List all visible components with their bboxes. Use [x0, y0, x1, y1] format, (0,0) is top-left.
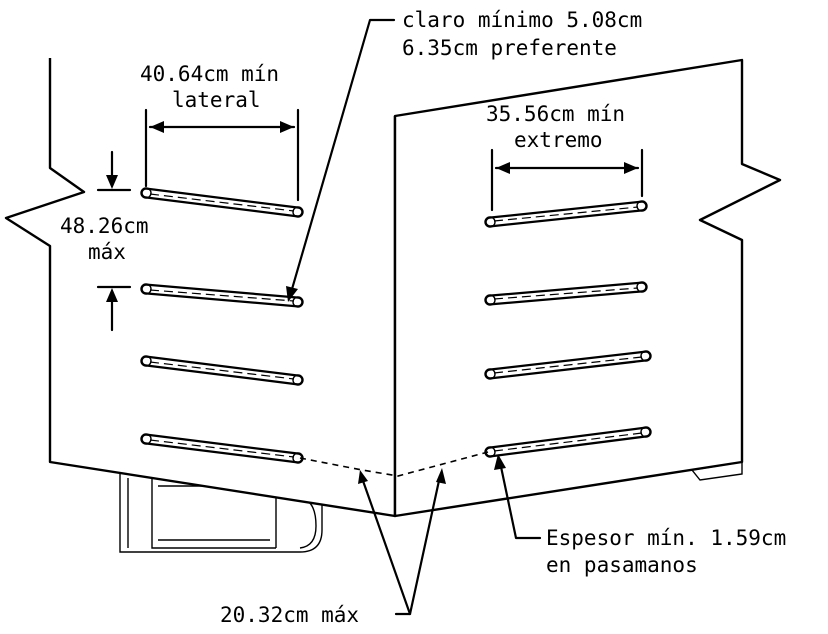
side-width-dimension — [144, 108, 300, 202]
thickness-label-line2: en pasamanos — [546, 553, 698, 577]
rung — [484, 281, 648, 306]
end-rungs — [484, 200, 652, 458]
clearance-leader — [286, 18, 396, 302]
spacing-dimension — [96, 150, 132, 332]
end-width-label-line2: extremo — [514, 128, 603, 152]
gap-leaders — [358, 468, 446, 616]
thickness-label-line1: Espesor mín. 1.59cm — [546, 526, 786, 550]
end-width-dimension — [490, 148, 644, 212]
clearance-label-line2: 6.35cm preferente — [402, 36, 617, 60]
clearance-label-line1: claro mínimo 5.08cm — [402, 8, 642, 32]
spacing-label-line2: máx — [88, 240, 126, 264]
side-rungs — [140, 187, 304, 464]
spacing-label-line1: 48.26cm — [60, 214, 149, 238]
rung — [140, 433, 304, 464]
rung — [484, 426, 652, 458]
rung — [140, 355, 304, 386]
gap-dashed-line — [299, 451, 489, 477]
side-width-label-line2: lateral — [172, 88, 261, 112]
base-frame — [119, 457, 743, 553]
end-width-label-line1: 35.56cm mín — [486, 102, 625, 126]
rung — [484, 350, 652, 380]
rung — [140, 283, 304, 308]
rung — [484, 200, 648, 228]
thickness-leader — [494, 454, 542, 540]
rung — [140, 187, 304, 218]
gap-label: 20.32cm máx — [220, 603, 359, 627]
side-width-label-line1: 40.64cm mín — [140, 62, 279, 86]
